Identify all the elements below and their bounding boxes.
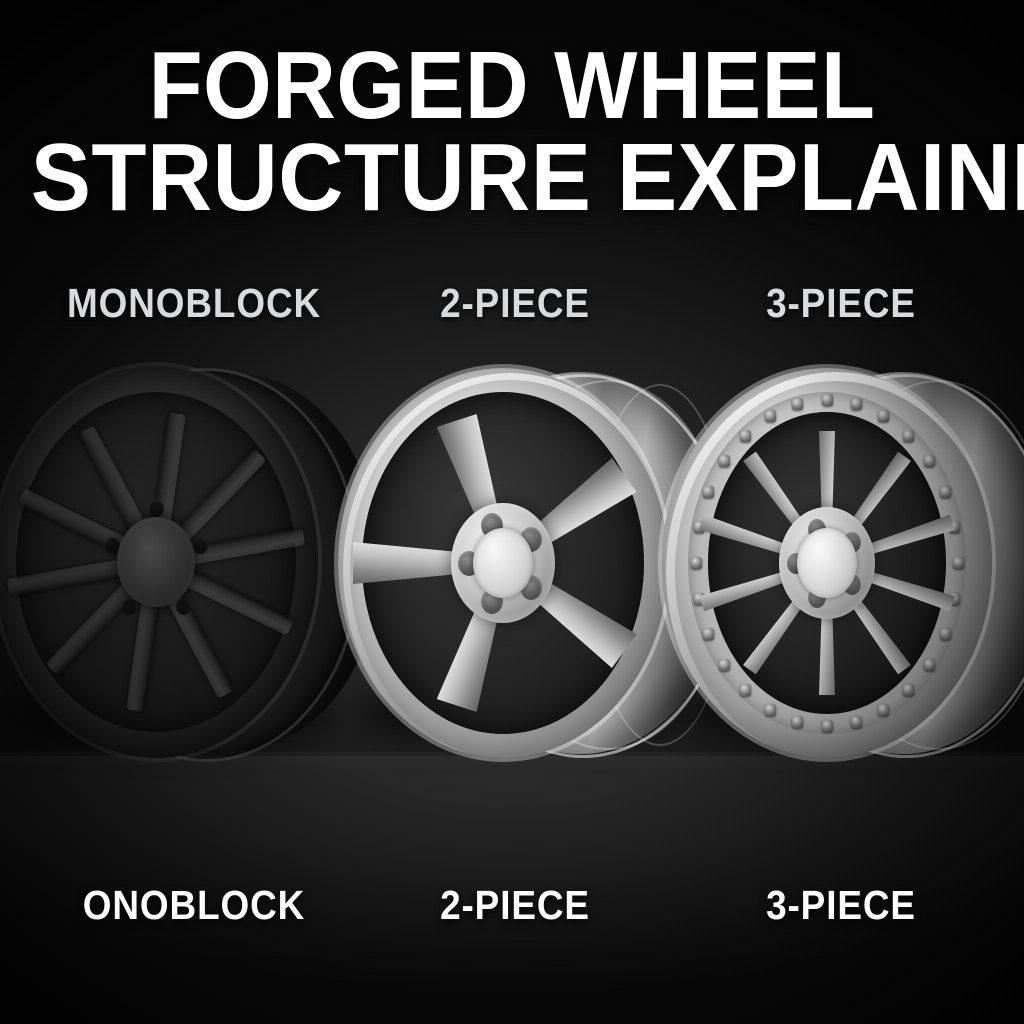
lug-hole (192, 537, 208, 555)
lip-bolt (903, 429, 915, 442)
wheel-face (0, 366, 318, 758)
mesh-strut (662, 756, 667, 758)
label-top-3-piece: 3-PIECE (766, 280, 916, 326)
label-bottom-monoblock: ONOBLOCK (82, 882, 306, 928)
lip-bolt (764, 703, 776, 716)
wheel-face (338, 368, 668, 758)
mesh-strut (662, 368, 667, 492)
center-cap (797, 528, 857, 598)
label-top-monoblock: MONOBLOCK (66, 280, 322, 326)
lip-bolt (764, 410, 776, 423)
lip-bolt (952, 557, 964, 569)
lip-bolt (739, 429, 751, 442)
lip-bolt (703, 627, 715, 640)
lip-bolt (850, 398, 862, 411)
lip-bolt (739, 684, 751, 697)
center-cap (473, 528, 533, 598)
lip-bolt (821, 720, 833, 732)
mesh-strut (662, 492, 665, 575)
lip-bolt (878, 703, 890, 716)
lip-bolt (939, 486, 951, 499)
mesh-strut (662, 673, 665, 756)
lip-bolt (719, 455, 731, 468)
lip-bolt (719, 658, 731, 671)
lip-bolt (703, 486, 715, 499)
center-cap (130, 531, 182, 593)
lip-bolt (878, 410, 890, 423)
lip-bolt (850, 715, 862, 728)
label-top-2-piece: 2-PIECE (440, 280, 590, 326)
lip-bolt (923, 658, 935, 671)
title-line-1: FORGED WHEEL (148, 32, 876, 139)
title-line-2: STRUCTURE EXPLAINED (30, 124, 1024, 232)
lug-hole (149, 500, 164, 517)
lip-bolt (939, 627, 951, 640)
label-bottom-2-piece: 2-PIECE (440, 882, 590, 928)
lip-bolt (923, 455, 935, 468)
monoblock-wheel (0, 366, 394, 762)
lug-hole (176, 597, 192, 615)
wheel-face (662, 368, 992, 758)
label-bottom-3-piece: 3-PIECE (766, 882, 916, 928)
three-piece-wheel (662, 368, 1024, 758)
lip-bolt (792, 398, 804, 411)
lip-bolt (792, 715, 804, 728)
lip-bolt (903, 684, 915, 697)
lip-bolt (690, 557, 702, 569)
lip-bolt (821, 394, 833, 406)
page-title: FORGED WHEEL STRUCTURE EXPLAINED (0, 32, 1024, 232)
